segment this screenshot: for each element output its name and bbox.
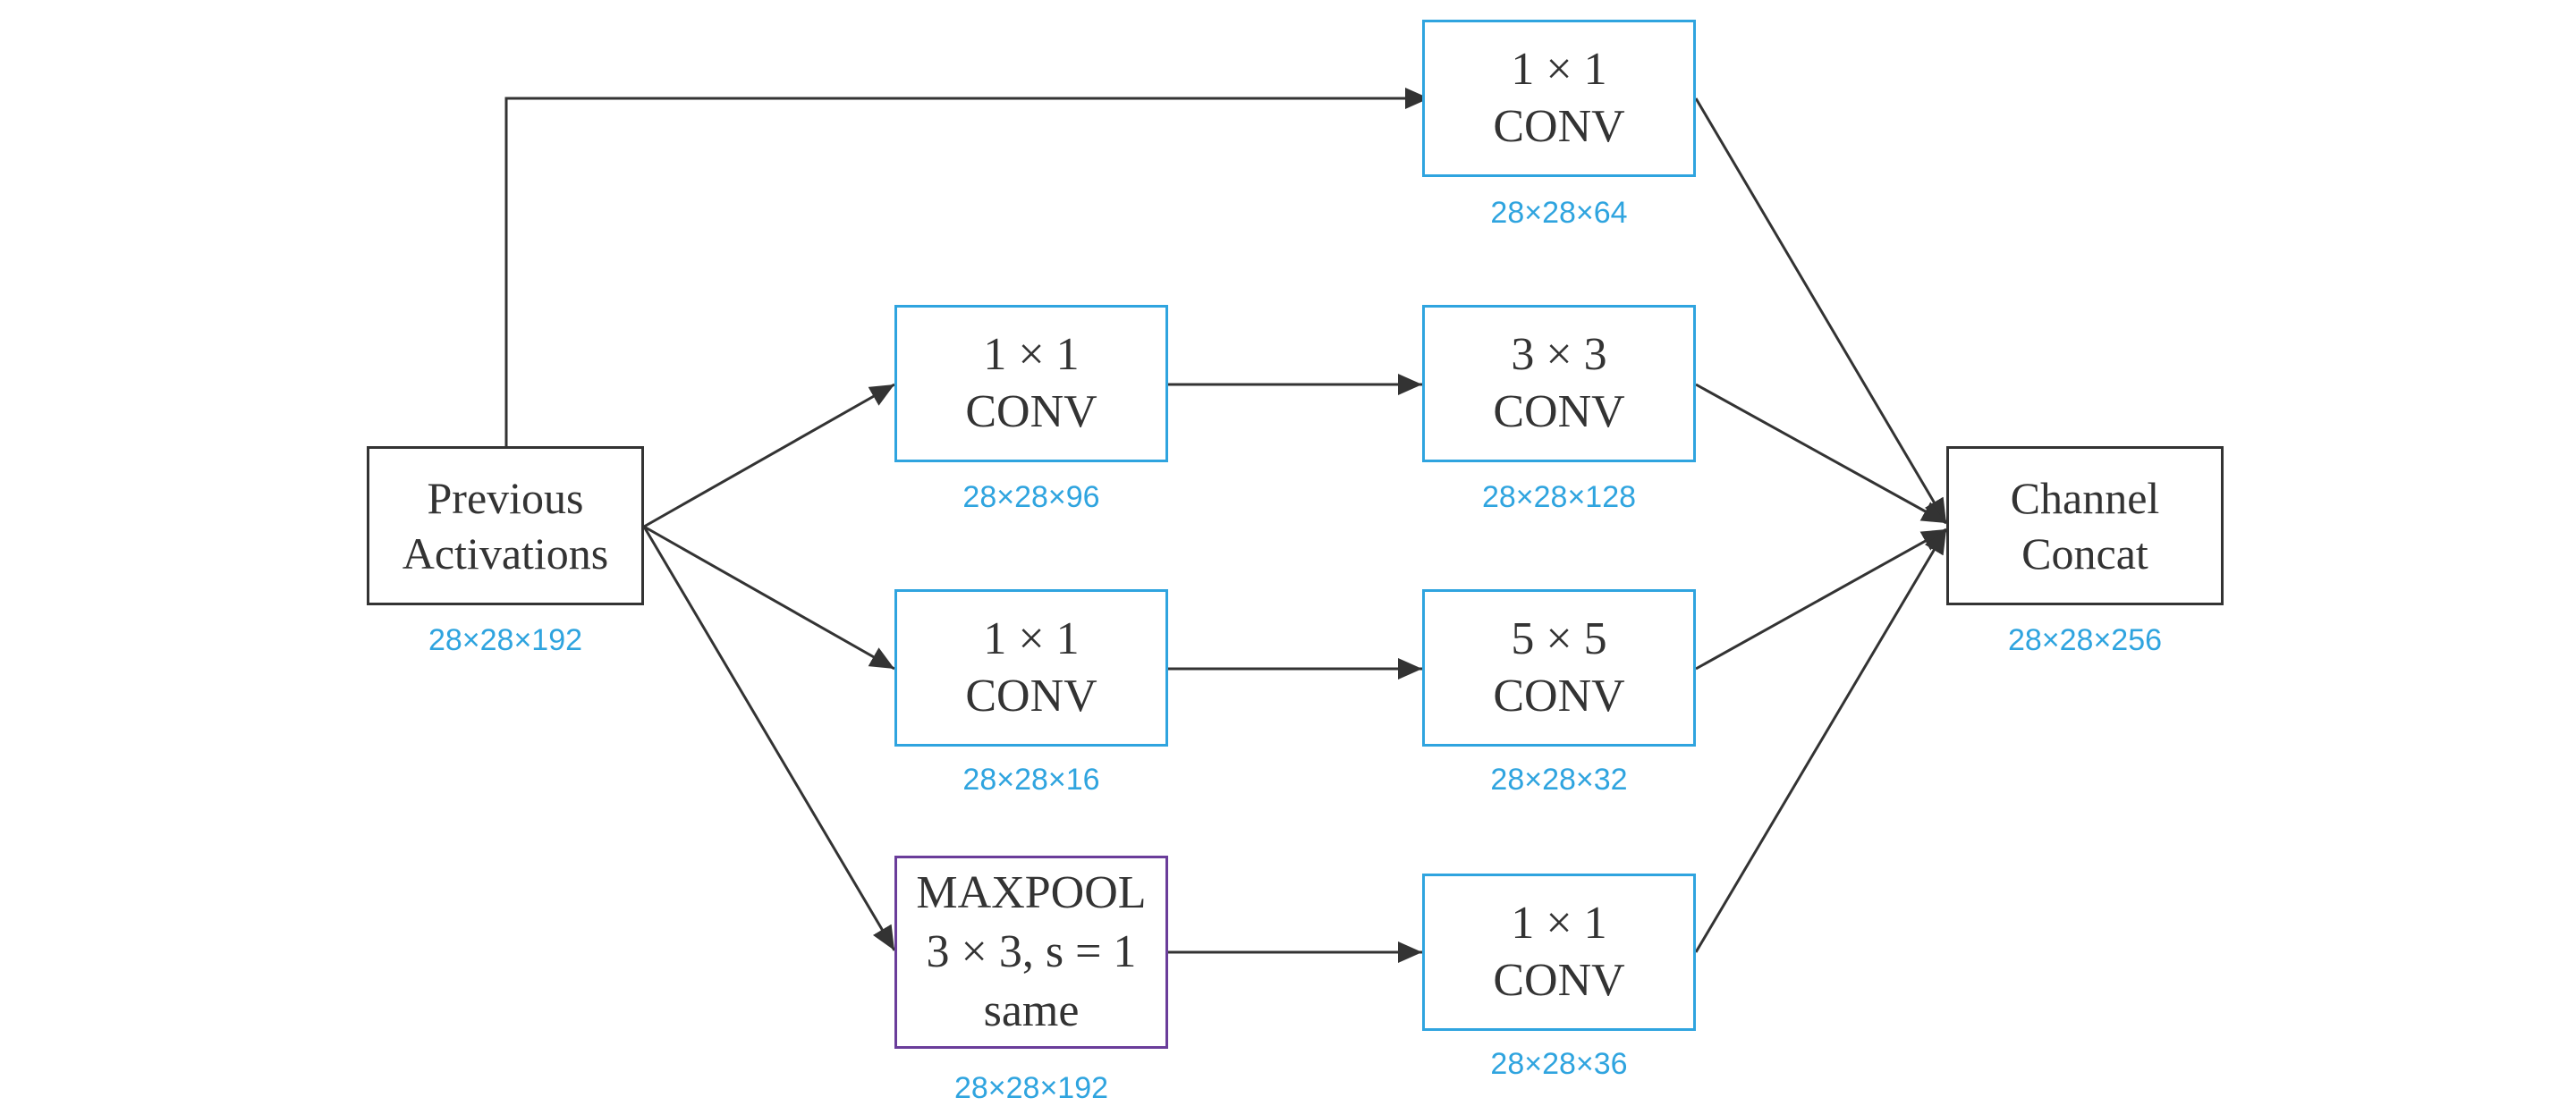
channel-concat-label-line-1: Channel <box>2010 473 2160 523</box>
arrow-previous-to-conv1x1-b <box>643 525 895 671</box>
channel-concat-label-line-2: Concat <box>2021 528 2148 578</box>
arrow-conv5x5-to-concat <box>1695 528 1947 671</box>
maxpool-padding-label: same <box>983 985 1080 1036</box>
conv1x1-b-node: 1 × 1 CONV <box>894 589 1168 747</box>
previous-activations-label-line-1: Previous <box>427 473 584 523</box>
previous-activations-node: Previous Activations <box>367 446 644 605</box>
conv1x1-a-op-label: CONV <box>965 386 1097 437</box>
channel-concat-node: Channel Concat <box>1946 446 2224 605</box>
conv1x1-b-dimension: 28×28×16 <box>962 763 1100 797</box>
conv1x1-b-op-label: CONV <box>965 671 1097 722</box>
conv1x1-c-dimension: 28×28×36 <box>1490 1047 1628 1081</box>
conv3x3-dimension: 28×28×128 <box>1481 480 1637 514</box>
arrow-previous-to-conv1x1-top <box>504 88 1429 447</box>
maxpool-op-label: MAXPOOL <box>916 867 1147 918</box>
arrow-previous-to-conv1x1-a <box>643 383 895 528</box>
conv3x3-op-label: CONV <box>1493 386 1625 437</box>
conv3x3-kernel-label: 3 × 3 <box>1511 329 1607 380</box>
conv5x5-kernel-label: 5 × 5 <box>1511 613 1607 664</box>
conv1x1-top-op-label: CONV <box>1493 101 1625 152</box>
conv1x1-c-node: 1 × 1 CONV <box>1422 874 1696 1031</box>
conv5x5-dimension: 28×28×32 <box>1490 763 1628 797</box>
arrow-conv1x1-top-to-concat <box>1694 97 1948 524</box>
conv5x5-op-label: CONV <box>1493 671 1625 722</box>
arrow-previous-to-maxpool <box>642 526 896 951</box>
channel-concat-dimension: 28×28×256 <box>2007 623 2163 657</box>
conv1x1-c-kernel-label: 1 × 1 <box>1511 898 1607 949</box>
maxpool-node: MAXPOOL 3 × 3, s = 1 same <box>894 856 1168 1049</box>
previous-activations-label-line-2: Activations <box>402 528 609 578</box>
conv1x1-a-kernel-label: 1 × 1 <box>983 329 1080 380</box>
conv1x1-top-dimension: 28×28×64 <box>1490 196 1628 230</box>
conv1x1-a-dimension: 28×28×96 <box>962 480 1100 514</box>
conv1x1-c-op-label: CONV <box>1493 955 1625 1006</box>
arrow-conv1x1-c-to-concat <box>1694 528 1948 953</box>
conv5x5-node: 5 × 5 CONV <box>1422 589 1696 747</box>
conv1x1-top-node: 1 × 1 CONV <box>1422 20 1696 177</box>
conv3x3-node: 3 × 3 CONV <box>1422 305 1696 462</box>
conv1x1-b-kernel-label: 1 × 1 <box>983 613 1080 664</box>
maxpool-params-label: 3 × 3, s = 1 <box>926 926 1137 977</box>
maxpool-dimension: 28×28×192 <box>953 1071 1109 1105</box>
previous-activations-dimension: 28×28×192 <box>428 623 583 657</box>
arrow-conv3x3-to-concat <box>1695 383 1947 525</box>
conv1x1-top-kernel-label: 1 × 1 <box>1511 44 1607 95</box>
conv1x1-a-node: 1 × 1 CONV <box>894 305 1168 462</box>
